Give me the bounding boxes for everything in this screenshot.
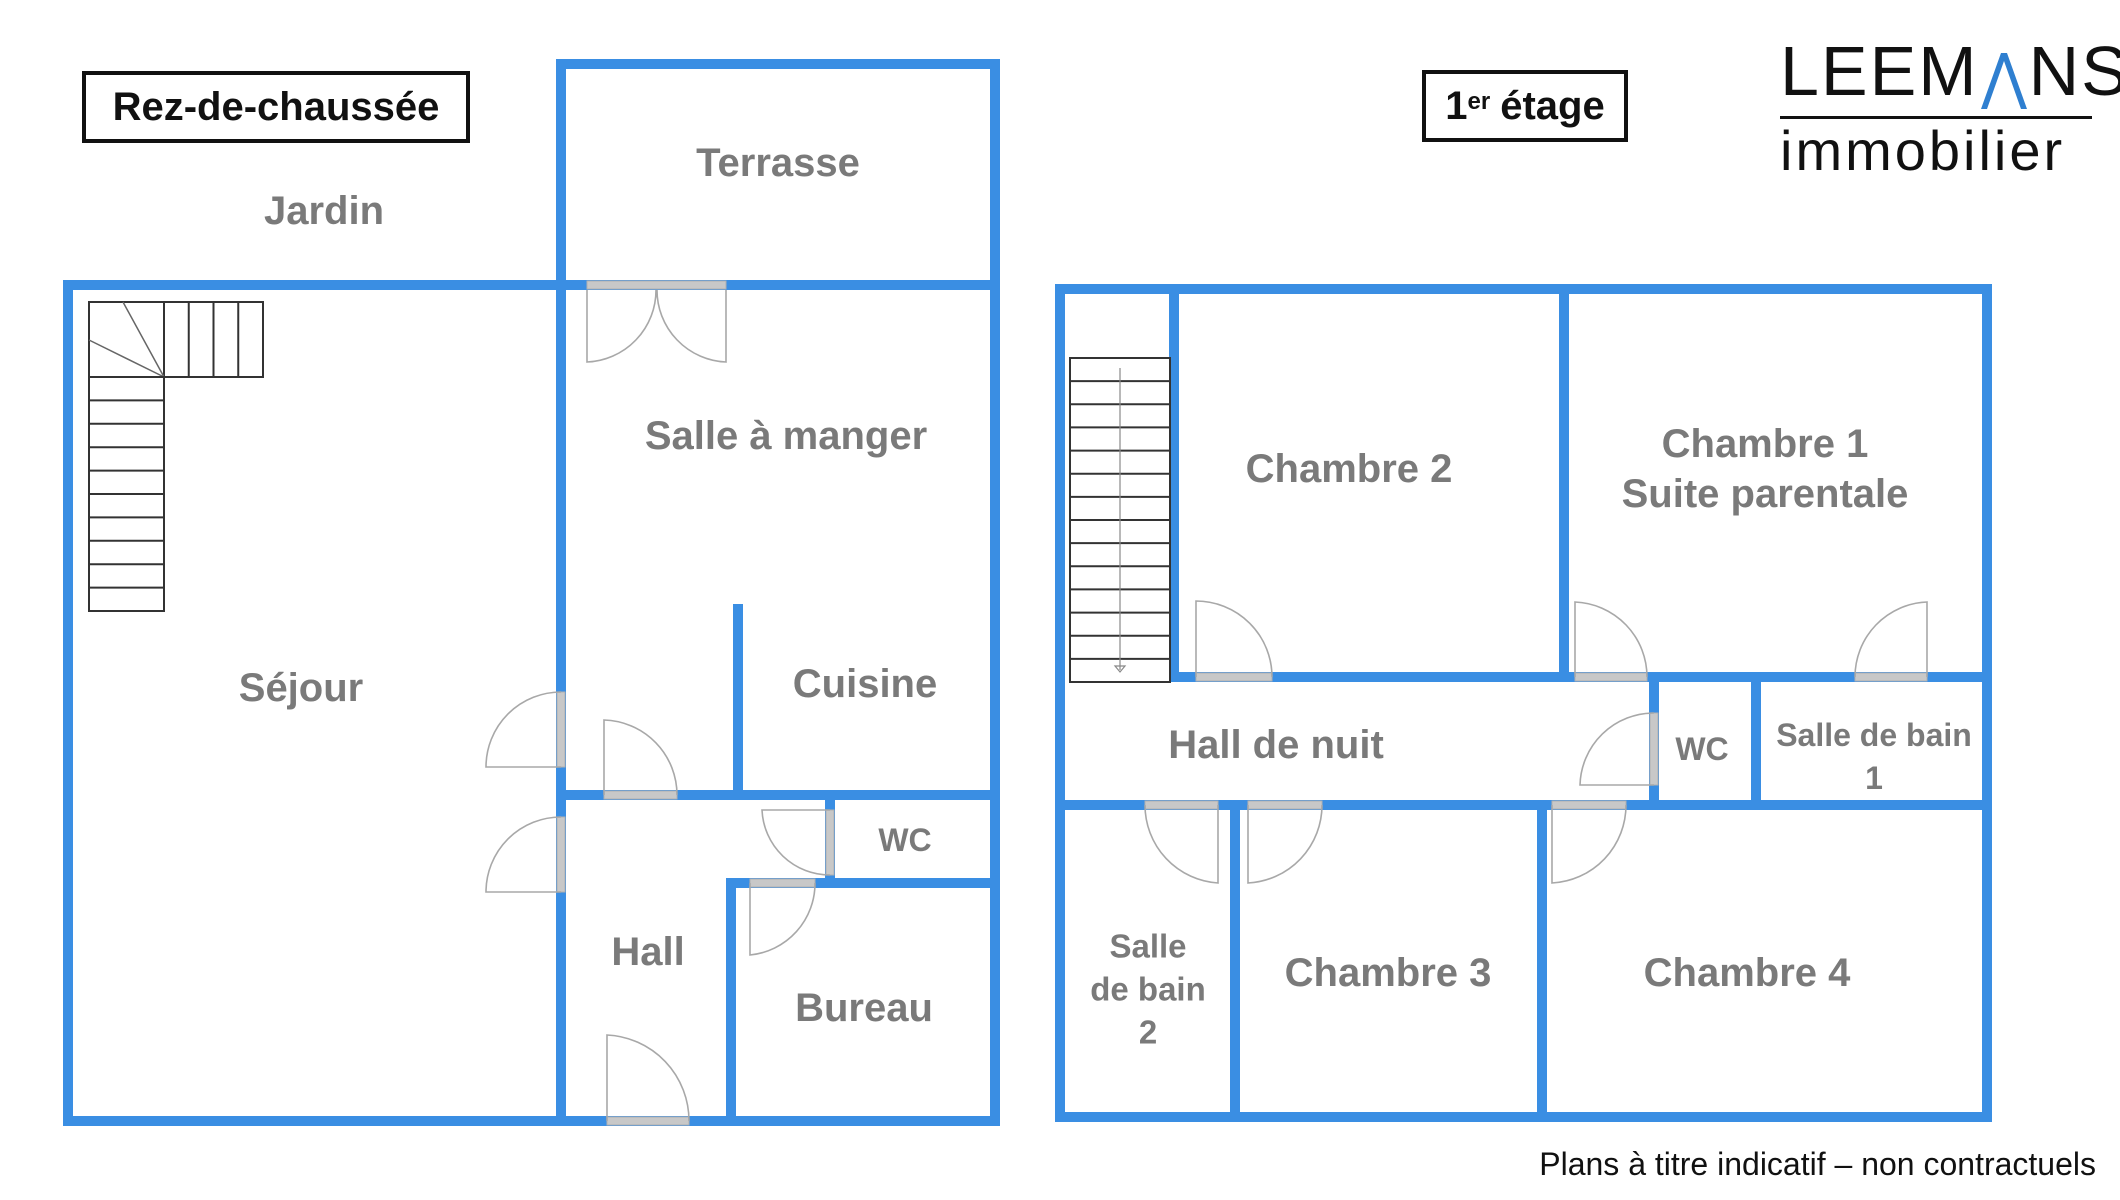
wall	[1055, 800, 1992, 810]
door-swing	[749, 882, 816, 956]
wall	[1537, 800, 1547, 1122]
chambre-1-line-2: Suite parentale	[1621, 472, 1909, 516]
sdb1-line-1: Salle de bain	[1776, 716, 1972, 753]
logo-wordmark: LEEM NS	[1780, 36, 2120, 109]
door-frame	[749, 878, 816, 888]
wall	[1169, 284, 1179, 682]
ground-floor-staircase	[88, 301, 264, 612]
sdb1-line-2: 1	[1865, 760, 1883, 796]
door-frame	[606, 1116, 690, 1126]
room-label-terrasse: Terrasse	[696, 141, 860, 185]
door-frame	[1854, 672, 1928, 682]
door-frame	[1247, 800, 1323, 810]
wall	[1055, 284, 1065, 1122]
room-label-hall-de-nuit: Hall de nuit	[1168, 723, 1384, 767]
ground-floor-title-text: Rez-de-chaussée	[112, 85, 440, 129]
room-label-chambre-2: Chambre 2	[1245, 447, 1453, 491]
logo-brand-prefix: LEEM	[1780, 32, 1979, 110]
door-frame	[603, 790, 678, 800]
room-label-chambre-1: Chambre 1 Suite parentale	[1622, 419, 1909, 519]
logo-tagline: immobilier	[1780, 119, 2066, 182]
room-label-wc-ground: WC	[878, 822, 932, 858]
door-swing	[1574, 601, 1648, 678]
door-frame	[1195, 672, 1273, 682]
wall	[556, 59, 566, 1126]
sdb2-line-1: Salle	[1109, 927, 1187, 965]
door-frame	[1649, 712, 1659, 786]
door-swing	[603, 719, 678, 796]
first-floor-staircase	[1069, 357, 1171, 683]
door-swing	[485, 816, 562, 893]
stair-top-flight	[88, 301, 264, 378]
logo-divider	[1780, 116, 2092, 119]
sdb2-line-3: 2	[1138, 1013, 1158, 1051]
wall	[990, 59, 1000, 1126]
doors	[485, 280, 1928, 1126]
door-frame	[1144, 800, 1219, 810]
wall	[1055, 284, 1992, 294]
room-label-hall: Hall	[611, 930, 685, 974]
door-swing	[1854, 601, 1928, 678]
door-swing	[1551, 804, 1627, 884]
door-frame	[825, 809, 835, 876]
logo-a-chevron-icon	[1980, 50, 2027, 109]
wall	[556, 59, 1000, 69]
wall	[63, 1116, 1000, 1126]
wall	[63, 280, 1000, 290]
stair-winder	[88, 339, 165, 378]
room-label-jardin: Jardin	[263, 189, 385, 233]
door-swing	[761, 809, 831, 876]
logo-brand-suffix: NS	[2028, 32, 2120, 110]
room-label-salle-de-bain-1: Salle de bain 1	[1776, 714, 1972, 800]
stair-winder	[122, 301, 165, 378]
door-swing	[485, 691, 562, 768]
wall	[556, 790, 1000, 800]
wall	[726, 878, 736, 1126]
wall	[1230, 800, 1240, 1122]
door-frame	[556, 816, 566, 893]
room-label-chambre-3: Chambre 3	[1284, 951, 1492, 995]
wall	[1751, 672, 1761, 810]
first-floor-title-number: 1	[1445, 84, 1468, 128]
door-frame	[556, 691, 566, 768]
first-floor-title-sup: er	[1467, 88, 1491, 115]
room-label-salle-de-bain-2: Salle de bain 2	[1090, 926, 1206, 1055]
door-swing	[606, 1034, 690, 1122]
sdb2-line-2: de bain	[1090, 970, 1206, 1008]
wall	[726, 878, 1000, 888]
wall	[1982, 284, 1992, 1122]
room-label-wc-first: WC	[1675, 731, 1729, 767]
room-label-chambre-4: Chambre 4	[1643, 951, 1851, 995]
door-frame	[1574, 672, 1648, 682]
room-label-salle-a-manger: Salle à manger	[644, 414, 928, 458]
wall	[63, 280, 73, 1126]
chambre-1-line-1: Chambre 1	[1661, 422, 1869, 466]
door-swing	[1195, 600, 1273, 678]
leemans-logo: LEEM NS immobilier	[1780, 36, 2120, 182]
door-swing	[656, 289, 727, 363]
door-frame	[586, 280, 727, 290]
ground-floor-walls	[63, 59, 1000, 1126]
door-swing	[1247, 804, 1323, 884]
room-label-cuisine: Cuisine	[792, 662, 938, 706]
door-swing	[1144, 804, 1219, 884]
wall	[733, 604, 743, 800]
wall	[1055, 1112, 1992, 1122]
room-label-sejour: Séjour	[238, 666, 364, 710]
stair-direction-arrow	[1113, 665, 1127, 673]
door-swing	[1579, 712, 1655, 786]
ground-floor-title: Rez-de-chaussée	[82, 71, 470, 143]
disclaimer: Plans à titre indicatif – non contractue…	[1539, 1146, 2096, 1182]
door-frame	[1551, 800, 1627, 810]
wall	[1559, 284, 1569, 682]
room-label-bureau: Bureau	[795, 986, 933, 1030]
first-floor-title-word: étage	[1500, 84, 1605, 128]
door-swing	[586, 289, 657, 363]
